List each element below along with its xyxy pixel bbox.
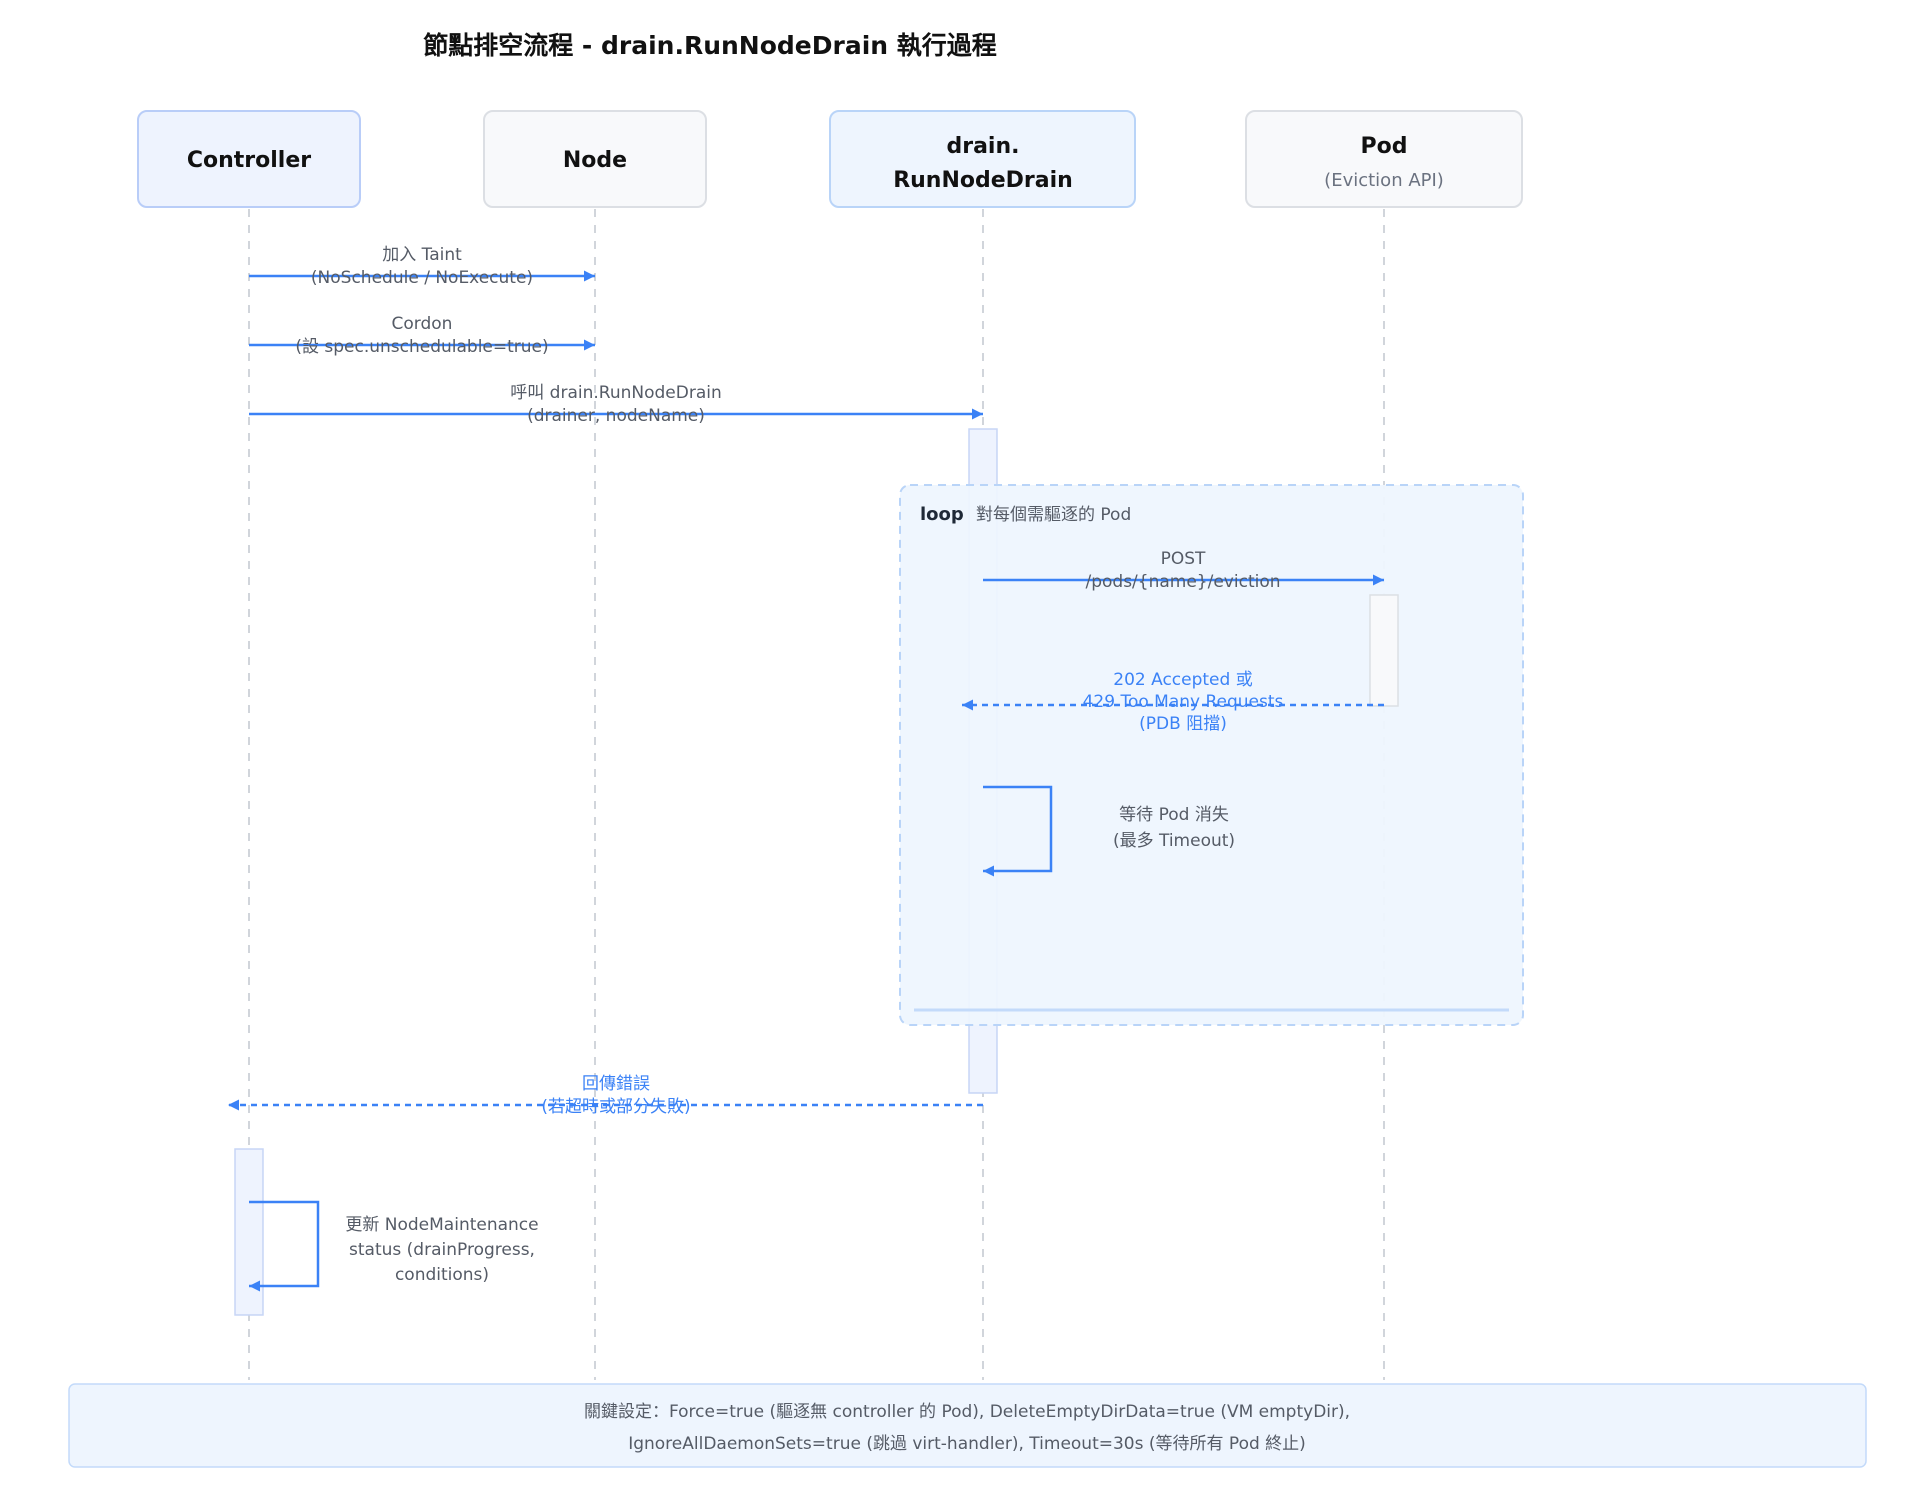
- message-label-line-1: 202 Accepted 或: [1113, 670, 1252, 690]
- message-label-line-1: 等待 Pod 消失: [1119, 805, 1229, 825]
- actor-subtitle: (Eviction API): [1324, 170, 1444, 191]
- message-update-status: 更新 NodeMaintenance status (drainProgress…: [249, 1200, 539, 1292]
- actor-controller: Controller: [137, 110, 361, 208]
- actor-box: [483, 110, 707, 208]
- note-line-2: IgnoreAllDaemonSets=true (跳過 virt-handle…: [628, 1434, 1306, 1454]
- loop-condition: 對每個需驅逐的 Pod: [976, 505, 1131, 525]
- actor-label: Node: [563, 148, 627, 173]
- actor-label: Pod: [1361, 134, 1408, 159]
- message-label-line-3: (PDB 阻擋): [1139, 714, 1227, 734]
- actor-box: [1245, 110, 1523, 208]
- message-label-line-2: (drainer, nodeName): [527, 406, 705, 426]
- message-label-line-1: POST: [1161, 549, 1206, 569]
- message-label-line-1: 呼叫 drain.RunNodeDrain: [510, 383, 721, 403]
- message-label-line-2: 429 Too Many Requests: [1083, 692, 1284, 712]
- message-post-eviction: POST /pods/{name}/eviction: [983, 549, 1384, 592]
- message-arrow: [249, 1200, 320, 1292]
- diagram-title: 節點排空流程 - drain.RunNodeDrain 執行過程: [423, 31, 997, 60]
- message-return-error: 回傳錯誤 (若超時或部分失敗): [228, 1074, 983, 1117]
- note-line-1: 關鍵設定：Force=true (驅逐無 controller 的 Pod), …: [584, 1402, 1350, 1422]
- message-label-line-1: 更新 NodeMaintenance: [345, 1215, 538, 1235]
- message-label-line-2: (最多 Timeout): [1113, 831, 1235, 851]
- loop-tag: loop: [920, 504, 964, 525]
- loop-box: [899, 484, 1524, 1026]
- message-label-line-2: (若超時或部分失敗): [541, 1097, 690, 1117]
- message-eviction-response: 202 Accepted 或 429 Too Many Requests (PD…: [962, 670, 1384, 734]
- message-label-line-2: (NoSchedule / NoExecute): [311, 268, 533, 288]
- actor-label-line-1: drain.: [946, 134, 1019, 159]
- message-call-drain: 呼叫 drain.RunNodeDrain (drainer, nodeName…: [249, 383, 983, 426]
- lifelines: [248, 209, 1385, 1380]
- key-settings-note: 關鍵設定：Force=true (驅逐無 controller 的 Pod), …: [68, 1383, 1867, 1468]
- activation-controller: [234, 1148, 264, 1316]
- activation-pod: [1369, 594, 1399, 707]
- message-cordon: Cordon (設 spec.unschedulable=true): [249, 314, 595, 357]
- message-label-line-1: 回傳錯誤: [582, 1074, 650, 1094]
- actor-node: Node: [483, 110, 707, 208]
- actor-pod: Pod (Eviction API): [1245, 110, 1523, 208]
- message-label-line-2: (設 spec.unschedulable=true): [295, 337, 548, 357]
- message-arrow: [983, 785, 1053, 877]
- message-add-taint: 加入 Taint (NoSchedule / NoExecute): [249, 245, 595, 288]
- message-label-line-2: status (drainProgress,: [349, 1240, 535, 1260]
- message-label-line-3: conditions): [395, 1265, 489, 1285]
- actor-box: [137, 110, 361, 208]
- message-wait-pod: 等待 Pod 消失 (最多 Timeout): [983, 785, 1235, 877]
- message-label-line-2: /pods/{name}/eviction: [1085, 572, 1280, 592]
- actor-label: Controller: [187, 148, 311, 173]
- actor-drain: drain. RunNodeDrain: [829, 110, 1136, 208]
- loop-frame: loop 對每個需驅逐的 Pod: [899, 484, 1524, 1026]
- message-label-line-1: 加入 Taint: [382, 245, 462, 265]
- actor-label-line-2: RunNodeDrain: [893, 168, 1073, 193]
- actor-box: [829, 110, 1136, 208]
- message-label-line-1: Cordon: [392, 314, 453, 334]
- note-box: [68, 1383, 1867, 1468]
